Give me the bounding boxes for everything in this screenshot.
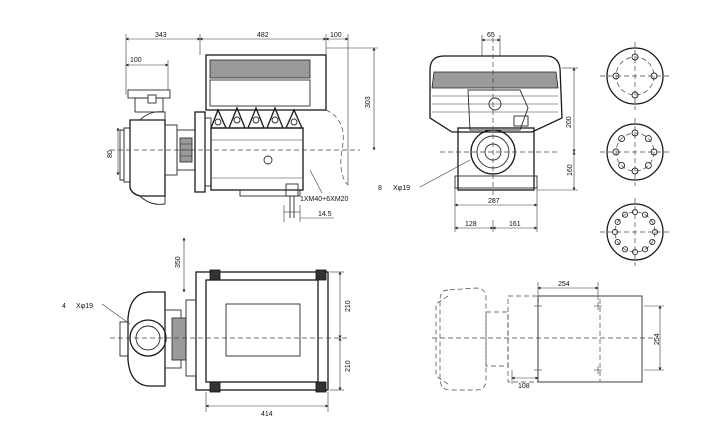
holes-side-spec: Xφ19 — [393, 185, 410, 192]
dim-210-bot: 210 — [345, 360, 352, 372]
dim-80: 80 — [107, 150, 114, 158]
dim-254-horizontal: 254 — [558, 281, 570, 288]
dim-303: 303 — [365, 96, 372, 108]
dim-482: 482 — [257, 32, 269, 39]
dim-160: 160 — [567, 164, 574, 176]
dim-350: 350 — [175, 256, 182, 268]
dim-200: 200 — [566, 116, 573, 128]
dim-161: 161 — [509, 221, 521, 228]
dim-254-vertical: 254 — [654, 333, 661, 345]
side-view: 65 200 160 8 Xφ19 287 — [378, 32, 578, 232]
front-view: 343 482 100 100 80 — [107, 32, 378, 222]
dim-108: 108 — [518, 383, 530, 390]
dim-65: 65 — [487, 32, 495, 39]
dim-210-top: 210 — [345, 300, 352, 312]
holes-top-count: 4 — [62, 303, 66, 310]
dim-414: 414 — [261, 411, 273, 418]
cable-entry-label: 1XM40+6XM20 — [300, 196, 349, 203]
dim-287: 287 — [488, 198, 500, 205]
dim-100-left: 100 — [130, 57, 142, 64]
dim-14-5: 14.5 — [318, 211, 332, 218]
dim-100-top: 100 — [330, 32, 342, 39]
flange-views — [600, 42, 670, 266]
holes-side-count: 8 — [378, 185, 382, 192]
dim-128: 128 — [465, 221, 477, 228]
holes-top-spec: Xφ19 — [76, 303, 93, 310]
anchor-holes — [534, 302, 602, 374]
top-view: 350 4 Xφ19 210 210 414 — [62, 237, 352, 418]
dim-343: 343 — [155, 32, 167, 39]
footprint-view: 254 254 108 — [432, 281, 664, 391]
